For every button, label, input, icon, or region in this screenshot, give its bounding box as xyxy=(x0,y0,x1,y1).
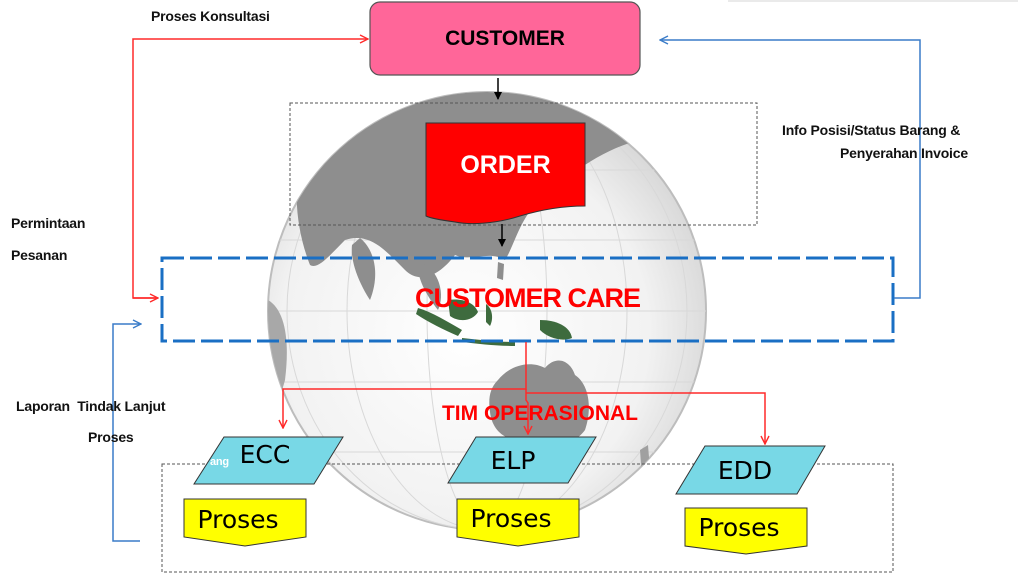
branch-to-edd-arrow xyxy=(526,392,765,444)
customer-care-box xyxy=(160,256,895,343)
edd-label: EDD xyxy=(717,455,773,485)
laporan-tindak-lanjut-arrow xyxy=(112,324,141,542)
southeast-asia-landmass xyxy=(418,262,441,310)
ecc-label: ECC xyxy=(239,439,291,469)
philippines-landmass xyxy=(497,262,504,280)
order-frame xyxy=(289,102,758,226)
elp-proses-shape xyxy=(456,498,580,547)
branch-to-ecc-arrow xyxy=(283,388,526,428)
customer-label: CUSTOMER xyxy=(445,26,565,50)
ecc-proses-shape xyxy=(183,498,307,547)
customer-care-label: CUSTOMER CARE xyxy=(414,282,641,313)
customer-box xyxy=(369,1,641,76)
ecc-proses-label: Proses xyxy=(197,504,279,534)
sulawesi-landmass xyxy=(486,304,493,326)
elp-parallelogram xyxy=(447,436,597,484)
proses-konsultasi-label: Proses Konsultasi xyxy=(151,8,270,24)
permintaan-label: Permintaan xyxy=(11,215,86,231)
laporan-label-line1: Laporan Tindak Lanjut xyxy=(16,398,166,414)
india-landmass xyxy=(351,238,376,300)
tim-operasional-label: TIM OPERASIONAL xyxy=(441,402,638,425)
info-status-label-line1: Info Posisi/Status Barang & xyxy=(782,122,961,138)
pesanan-label: Pesanan xyxy=(11,247,68,263)
laporan-label-line2: Proses xyxy=(88,429,134,445)
order-document-shape xyxy=(425,122,586,225)
edd-proses-label: Proses xyxy=(698,512,780,542)
borneo-landmass xyxy=(448,299,478,321)
elp-proses-label: Proses xyxy=(470,503,552,533)
papua-landmass xyxy=(540,320,572,340)
order-label: ORDER xyxy=(460,150,551,179)
branch-to-elp-arrow xyxy=(526,389,528,434)
edd-parallelogram xyxy=(675,445,826,495)
australia-landmass xyxy=(489,360,589,446)
edd-proses-shape xyxy=(684,507,808,555)
stray-overlay-text: ang xyxy=(210,456,229,468)
info-status-label-line2: Penyerahan Invoice xyxy=(840,145,968,161)
info-status-arrow xyxy=(660,40,921,299)
elp-label: ELP xyxy=(490,445,536,475)
ecc-parallelogram xyxy=(193,436,344,485)
sumatra-landmass xyxy=(416,308,462,336)
